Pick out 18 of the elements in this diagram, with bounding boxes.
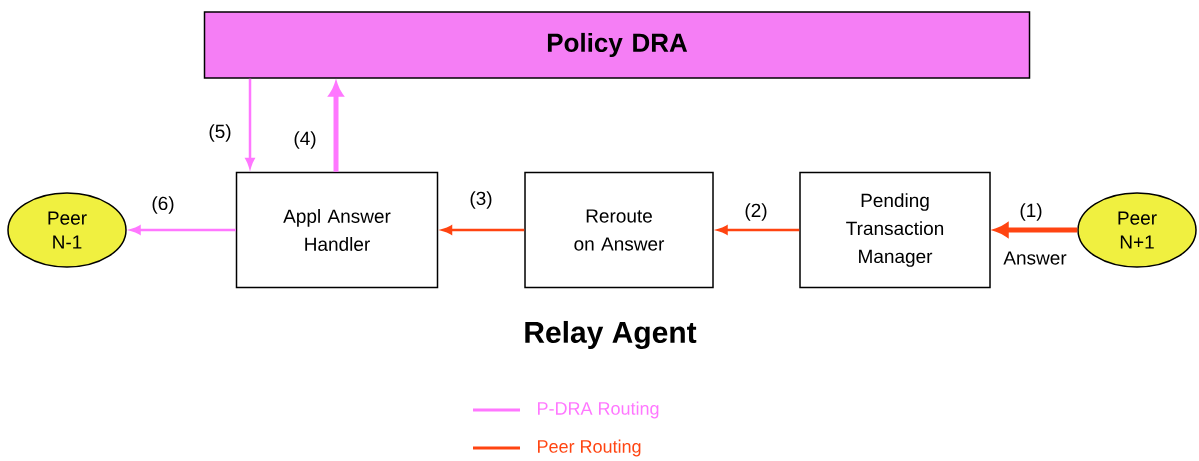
edge-label: (6) [150, 195, 176, 215]
arrow [245, 78, 255, 169]
edge-label: (5) [207, 123, 233, 143]
caption: Relay Agent [525, 320, 697, 350]
process-box: Pending Transaction Manager [799, 171, 991, 289]
process-box: Appl Answer Handler [235, 171, 439, 289]
edge-label: (1) [1018, 202, 1044, 222]
legend-label: Peer Routing [538, 439, 641, 457]
banner-box: Policy DRA [203, 11, 1031, 79]
process-box: Reroute on Answer [524, 171, 714, 289]
arrow [441, 225, 525, 235]
legend-label: P-DRA Routing [538, 401, 659, 419]
arrow [130, 225, 236, 235]
arrow [717, 225, 800, 235]
edge-label: (2) [743, 202, 769, 222]
edge-label: (3) [468, 190, 494, 210]
note-label: Answer [1003, 251, 1067, 265]
edge-label: (4) [292, 130, 318, 150]
